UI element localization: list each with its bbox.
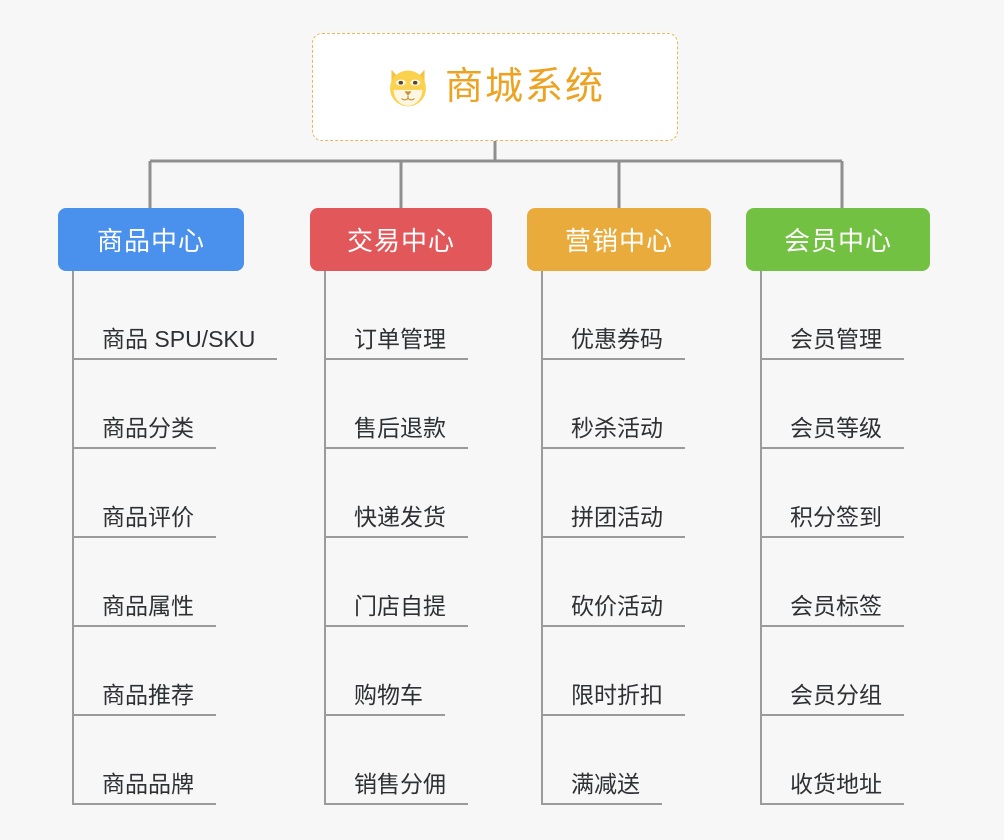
leaf-item[interactable]: 会员分组 xyxy=(760,627,904,716)
branch-header-label: 商品中心 xyxy=(96,226,205,256)
leaf-label: 会员管理 xyxy=(790,326,882,353)
leaf-item[interactable]: 商品推荐 xyxy=(72,627,216,716)
branch-header-交易中心[interactable]: 交易中心 xyxy=(310,208,492,271)
leaf-item[interactable]: 限时折扣 xyxy=(541,627,685,716)
leaf-label: 商品 SPU/SKU xyxy=(102,326,256,353)
leaf-label: 购物车 xyxy=(354,682,423,709)
leaf-label: 满减送 xyxy=(571,771,640,798)
dog-face-icon xyxy=(390,69,426,107)
leaf-column-2: 优惠券码 秒杀活动 拼团活动 砍价活动 限时折扣 满减送 xyxy=(541,271,685,805)
branch-header-label: 会员中心 xyxy=(783,226,892,256)
leaf-label: 限时折扣 xyxy=(571,682,663,709)
branch-header-商品中心[interactable]: 商品中心 xyxy=(58,208,244,271)
leaf-item[interactable]: 商品 SPU/SKU xyxy=(72,271,278,360)
leaf-item[interactable]: 拼团活动 xyxy=(541,449,685,538)
leaf-item[interactable]: 砍价活动 xyxy=(541,538,685,627)
leaf-item[interactable]: 会员管理 xyxy=(760,271,904,360)
leaf-item[interactable]: 商品分类 xyxy=(72,360,216,449)
leaf-label: 商品分类 xyxy=(102,415,194,442)
leaf-label: 商品品牌 xyxy=(102,771,194,798)
leaf-item[interactable]: 优惠券码 xyxy=(541,271,685,360)
leaf-label: 商品评价 xyxy=(102,504,194,531)
branch-header-会员中心[interactable]: 会员中心 xyxy=(746,208,930,271)
leaf-label: 会员分组 xyxy=(790,682,882,709)
leaf-item[interactable]: 会员等级 xyxy=(760,360,904,449)
leaf-label: 拼团活动 xyxy=(571,504,663,531)
leaf-item[interactable]: 销售分佣 xyxy=(324,716,468,805)
leaf-item[interactable]: 满减送 xyxy=(541,716,662,805)
leaf-label: 秒杀活动 xyxy=(571,415,663,442)
leaf-column-3: 会员管理 会员等级 积分签到 会员标签 会员分组 收货地址 xyxy=(760,271,904,805)
leaf-label: 门店自提 xyxy=(354,593,446,620)
leaf-label: 商品属性 xyxy=(102,593,194,620)
leaf-label: 售后退款 xyxy=(354,415,446,442)
leaf-item[interactable]: 商品品牌 xyxy=(72,716,216,805)
leaf-label: 优惠券码 xyxy=(571,326,663,353)
leaf-column-0: 商品 SPU/SKU 商品分类 商品评价 商品属性 商品推荐 商品品牌 xyxy=(72,271,278,805)
branch-header-营销中心[interactable]: 营销中心 xyxy=(527,208,711,271)
leaf-label: 快递发货 xyxy=(354,504,446,531)
leaf-label: 收货地址 xyxy=(790,771,882,798)
leaf-item[interactable]: 收货地址 xyxy=(760,716,904,805)
leaf-label: 会员标签 xyxy=(790,593,882,620)
leaf-label: 积分签到 xyxy=(790,504,882,531)
leaf-item[interactable]: 购物车 xyxy=(324,627,445,716)
leaf-item[interactable]: 商品评价 xyxy=(72,449,216,538)
leaf-item[interactable]: 快递发货 xyxy=(324,449,468,538)
leaf-item[interactable]: 商品属性 xyxy=(72,538,216,627)
branch-header-label: 交易中心 xyxy=(346,226,455,256)
leaf-item[interactable]: 门店自提 xyxy=(324,538,468,627)
leaf-item[interactable]: 售后退款 xyxy=(324,360,468,449)
leaf-column-1: 订单管理 售后退款 快递发货 门店自提 购物车 销售分佣 xyxy=(324,271,468,805)
leaf-label: 订单管理 xyxy=(354,326,446,353)
leaf-label: 会员等级 xyxy=(790,415,882,442)
leaf-item[interactable]: 积分签到 xyxy=(760,449,904,538)
leaf-label: 商品推荐 xyxy=(102,682,194,709)
leaf-label: 砍价活动 xyxy=(571,593,663,620)
leaf-label: 销售分佣 xyxy=(354,771,446,798)
root-node[interactable]: 商城系统 xyxy=(312,33,678,141)
leaf-item[interactable]: 秒杀活动 xyxy=(541,360,685,449)
branch-header-label: 营销中心 xyxy=(564,226,673,256)
leaf-item[interactable]: 会员标签 xyxy=(760,538,904,627)
leaf-item[interactable]: 订单管理 xyxy=(324,271,468,360)
root-title: 商城系统 xyxy=(444,66,605,108)
